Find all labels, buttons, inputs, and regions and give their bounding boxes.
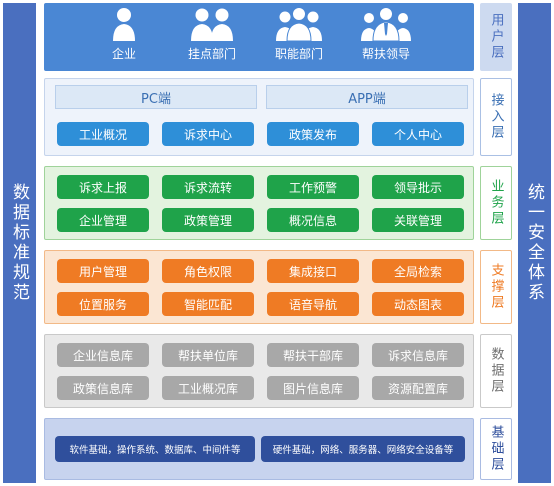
data-item-industry[interactable]: 工业概况库 (162, 376, 254, 400)
base-layer-tag-label: 基础层 (488, 425, 504, 473)
business-item-report[interactable]: 诉求上报 (57, 175, 149, 199)
data-layer-tag: 数据层 (480, 334, 512, 408)
support-item-role[interactable]: 角色权限 (162, 259, 254, 283)
data-item-unit[interactable]: 帮扶单位库 (162, 343, 254, 367)
business-layer-tag: 业务层 (480, 166, 512, 240)
user-leader-label: 帮扶领导 (361, 47, 410, 61)
data-item-appeal[interactable]: 诉求信息库 (372, 343, 464, 367)
data-item-enterprise[interactable]: 企业信息库 (57, 343, 149, 367)
base-layer: 软件基础，操作系统、数据库、中间件等 硬件基础，网络、服务器、网络安全设备等 (44, 418, 474, 480)
business-item-instruction[interactable]: 领导批示 (372, 175, 464, 199)
base-layer-tag: 基础层 (480, 418, 512, 480)
security-system-label: 统一安全体系 (524, 183, 544, 303)
business-layer-tag-label: 业务层 (488, 179, 504, 227)
support-item-matching[interactable]: 智能匹配 (162, 292, 254, 316)
user-leader: 帮扶领导 (346, 7, 426, 62)
support-item-voice[interactable]: 语音导航 (267, 292, 359, 316)
user-layer-tag: 用户层 (480, 3, 512, 71)
business-item-warning[interactable]: 工作预警 (267, 175, 359, 199)
user-enterprise: 企业 (94, 7, 154, 62)
support-item-location[interactable]: 位置服务 (57, 292, 149, 316)
data-item-resource[interactable]: 资源配置库 (372, 376, 464, 400)
access-item-personal[interactable]: 个人中心 (372, 122, 464, 146)
business-item-relation[interactable]: 关联管理 (372, 208, 464, 232)
leader-group-icon (361, 7, 411, 41)
support-layer-tag: 支撑层 (480, 250, 512, 324)
data-item-policy[interactable]: 政策信息库 (57, 376, 149, 400)
user-function-dept-label: 职能部门 (274, 47, 323, 61)
security-system-bar: 统一安全体系 (518, 3, 551, 483)
user-layer-tag-label: 用户层 (488, 13, 504, 61)
user-hang-dept: 挂点部门 (172, 7, 252, 62)
base-item-software[interactable]: 软件基础，操作系统、数据库、中间件等 (55, 436, 255, 462)
access-item-appeal[interactable]: 诉求中心 (162, 122, 254, 146)
user-layer: 企业 挂点部门 职能部门 帮扶领导 (44, 3, 474, 71)
access-layer-tag: 接入层 (480, 78, 512, 156)
two-people-icon (191, 8, 233, 41)
business-item-flow[interactable]: 诉求流转 (162, 175, 254, 199)
support-item-interface[interactable]: 集成接口 (267, 259, 359, 283)
user-hang-dept-label: 挂点部门 (187, 47, 236, 61)
user-function-dept: 职能部门 (259, 7, 339, 62)
business-item-overview[interactable]: 概况信息 (267, 208, 359, 232)
pc-terminal: PC端 (55, 85, 257, 109)
data-layer-tag-label: 数据层 (488, 347, 504, 395)
access-item-policy[interactable]: 政策发布 (267, 122, 359, 146)
access-layer: PC端 APP端 工业概况 诉求中心 政策发布 个人中心 (44, 78, 474, 156)
support-item-search[interactable]: 全局检索 (372, 259, 464, 283)
user-enterprise-label: 企业 (111, 47, 136, 61)
single-person-icon (113, 8, 135, 41)
group-people-icon (276, 7, 322, 41)
business-item-enterprise[interactable]: 企业管理 (57, 208, 149, 232)
data-item-cadre[interactable]: 帮扶干部库 (267, 343, 359, 367)
data-standard-bar: 数据标准规范 (3, 3, 36, 483)
business-layer: 诉求上报 诉求流转 工作预警 领导批示 企业管理 政策管理 概况信息 关联管理 (44, 166, 474, 240)
support-item-charts[interactable]: 动态图表 (372, 292, 464, 316)
support-layer: 用户管理 角色权限 集成接口 全局检索 位置服务 智能匹配 语音导航 动态图表 (44, 250, 474, 324)
support-item-user[interactable]: 用户管理 (57, 259, 149, 283)
access-item-industry[interactable]: 工业概况 (57, 122, 149, 146)
support-layer-tag-label: 支撑层 (488, 263, 504, 311)
base-item-hardware[interactable]: 硬件基础，网络、服务器、网络安全设备等 (261, 436, 465, 462)
data-layer: 企业信息库 帮扶单位库 帮扶干部库 诉求信息库 政策信息库 工业概况库 图片信息… (44, 334, 474, 408)
app-terminal: APP端 (266, 85, 468, 109)
access-layer-tag-label: 接入层 (488, 93, 504, 141)
data-standard-label: 数据标准规范 (9, 183, 29, 303)
data-item-image[interactable]: 图片信息库 (267, 376, 359, 400)
business-item-policy[interactable]: 政策管理 (162, 208, 254, 232)
